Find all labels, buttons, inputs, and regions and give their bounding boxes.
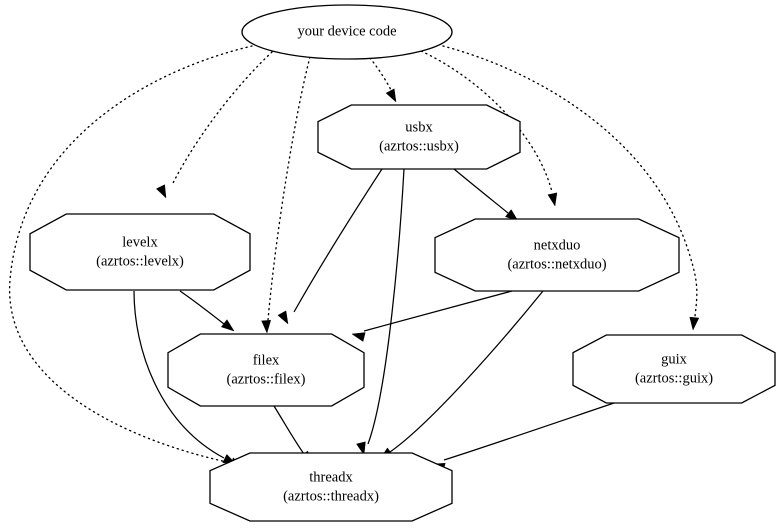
arrow-head — [547, 192, 558, 207]
edge-usbx-to-netxduo — [453, 168, 519, 222]
edge-device-to-guix — [442, 45, 700, 331]
edge-line — [443, 402, 615, 461]
edge-levelx-to-filex — [179, 290, 235, 332]
arrow-head — [277, 310, 289, 325]
node-device[interactable]: your device code — [241, 4, 453, 60]
node-shape-octagon — [572, 334, 776, 404]
edge-line — [442, 45, 698, 317]
edge-line — [133, 290, 225, 459]
node-shape-ellipse — [241, 4, 453, 60]
edge-line — [411, 46, 553, 193]
arrow-head — [156, 184, 167, 199]
edge-line — [369, 57, 393, 93]
edge-line — [179, 290, 225, 325]
edge-netxduo-to-filex — [351, 290, 513, 342]
arrow-head — [351, 332, 366, 342]
node-filex[interactable]: filex(azrtos::filex) — [167, 333, 365, 407]
edge-line — [273, 405, 305, 455]
node-netxduo[interactable]: netxduo(azrtos::netxduo) — [434, 218, 680, 292]
edge-line — [267, 56, 311, 321]
node-shape-octagon — [167, 333, 365, 407]
arrow-head — [689, 316, 700, 331]
edge-line — [293, 168, 383, 313]
arrow-head — [385, 88, 397, 103]
node-layer: your device codeusbx(azrtos::usbx)levelx… — [29, 4, 776, 522]
edge-line — [453, 168, 509, 214]
arrow-head — [220, 319, 235, 332]
arrow-head — [356, 441, 366, 456]
edge-netxduo-to-threadx — [379, 290, 544, 460]
edge-usbx-to-threadx — [356, 168, 405, 456]
edge-guix-to-threadx — [431, 402, 615, 473]
node-shape-octagon — [209, 452, 453, 522]
edge-usbx-to-filex — [277, 168, 383, 325]
node-shape-octagon — [317, 104, 521, 170]
node-shape-octagon — [29, 213, 251, 291]
edge-line — [367, 168, 405, 445]
edge-line — [389, 290, 544, 453]
edge-line — [363, 290, 513, 332]
edge-device-to-levelx — [156, 51, 273, 199]
node-usbx[interactable]: usbx(azrtos::usbx) — [317, 104, 521, 170]
arrow-head — [261, 319, 271, 334]
edge-device-to-netxduo — [411, 46, 558, 207]
node-guix[interactable]: guix(azrtos::guix) — [572, 334, 776, 404]
edge-line — [171, 51, 273, 186]
edge-device-to-filex — [261, 56, 311, 334]
node-shape-octagon — [434, 218, 680, 292]
node-levelx[interactable]: levelx(azrtos::levelx) — [29, 213, 251, 291]
edge-device-to-usbx — [369, 57, 397, 103]
node-threadx[interactable]: threadx(azrtos::threadx) — [209, 452, 453, 522]
